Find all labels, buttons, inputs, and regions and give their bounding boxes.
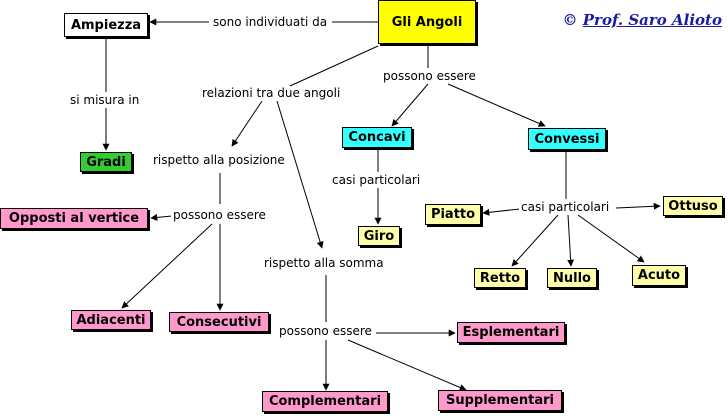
copyright-author-link[interactable]: Prof. Saro Alioto xyxy=(582,11,722,29)
edge-possono-adiacenti xyxy=(121,223,213,309)
link-possono-essere-somma: possono essere xyxy=(277,324,374,338)
edge-relazioni-somma xyxy=(276,100,324,249)
node-convessi: Convessi xyxy=(528,128,606,150)
edge-possono-supplementari xyxy=(347,339,467,391)
node-consecutivi: Consecutivi xyxy=(169,312,269,332)
edge-possono-concavi xyxy=(391,83,429,127)
node-retto: Retto xyxy=(474,268,526,288)
edge-casi-nullo xyxy=(567,214,575,267)
node-supplementari: Supplementari xyxy=(438,390,562,411)
link-sono-individuati-da: sono individuati da xyxy=(211,15,330,29)
node-gradi: Gradi xyxy=(80,152,132,172)
edge-possono-convessi xyxy=(447,83,546,127)
node-giro: Giro xyxy=(358,226,400,246)
link-casi-particolari-convessi: casi particolari xyxy=(519,200,612,214)
node-ampiezza: Ampiezza xyxy=(64,13,148,37)
node-gli-angoli: Gli Angoli xyxy=(378,0,476,44)
edge-casi-piatto xyxy=(482,208,521,216)
link-relazioni-tra-due-angoli: relazioni tra due angoli xyxy=(200,86,343,100)
copyright-notice: © Prof. Saro Alioto xyxy=(563,11,722,29)
node-esplementari: Esplementari xyxy=(457,322,565,343)
edge-casi-acuto xyxy=(577,214,645,263)
link-possono-essere-posizione: possono essere xyxy=(171,208,268,222)
node-adiacenti: Adiacenti xyxy=(71,310,151,330)
edge-casi-ottuso xyxy=(615,202,661,210)
link-casi-particolari-concavi: casi particolari xyxy=(330,173,423,187)
node-nullo: Nullo xyxy=(547,268,597,288)
copyright-symbol: © xyxy=(562,11,578,29)
link-rispetto-alla-posizione: rispetto alla posizione xyxy=(151,153,287,167)
node-opposti-al-vertice: Opposti al vertice xyxy=(0,208,148,229)
edge-angoli-relazioni xyxy=(289,45,379,87)
node-complementari: Complementari xyxy=(262,391,388,412)
link-rispetto-alla-somma: rispetto alla somma xyxy=(262,256,386,270)
node-concavi: Concavi xyxy=(342,127,412,148)
node-piatto: Piatto xyxy=(425,204,481,225)
edge-relazioni-posizione xyxy=(231,100,263,147)
link-possono-essere-top: possono essere xyxy=(381,69,478,83)
node-ottuso: Ottuso xyxy=(663,196,723,216)
edge-possono-opposti xyxy=(150,213,173,221)
link-si-misura-in: si misura in xyxy=(68,93,142,107)
edge-casi-retto xyxy=(511,214,559,267)
node-acuto: Acuto xyxy=(632,265,686,286)
